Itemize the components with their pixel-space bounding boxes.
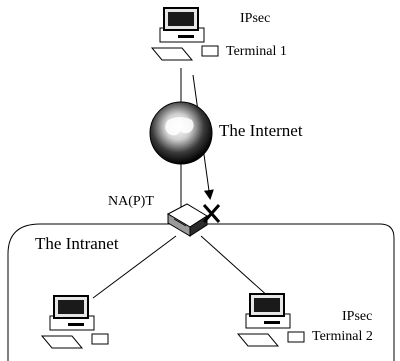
intranet-label: The Intranet	[35, 234, 119, 253]
intranet-boundary	[7, 223, 395, 361]
internet-label: The Internet	[219, 121, 303, 140]
nat-router-icon	[166, 203, 208, 237]
terminal3-computer-icon	[40, 295, 109, 349]
nat-label: NA(P)T	[108, 194, 154, 209]
blocked-cross-icon	[202, 204, 221, 223]
link-nat-terminal3	[92, 235, 177, 299]
terminal2-computer-icon	[236, 293, 305, 347]
link-nat-terminal2	[200, 235, 271, 299]
terminal1-label-line1: IPsec	[240, 11, 271, 26]
terminal1-computer-icon	[150, 7, 219, 61]
terminal2-label-line2: Terminal 2	[312, 329, 373, 344]
internet-globe-icon	[149, 101, 213, 165]
terminal2-label-line1: IPsec	[342, 309, 373, 324]
terminal1-label-line2: Terminal 1	[226, 44, 287, 59]
